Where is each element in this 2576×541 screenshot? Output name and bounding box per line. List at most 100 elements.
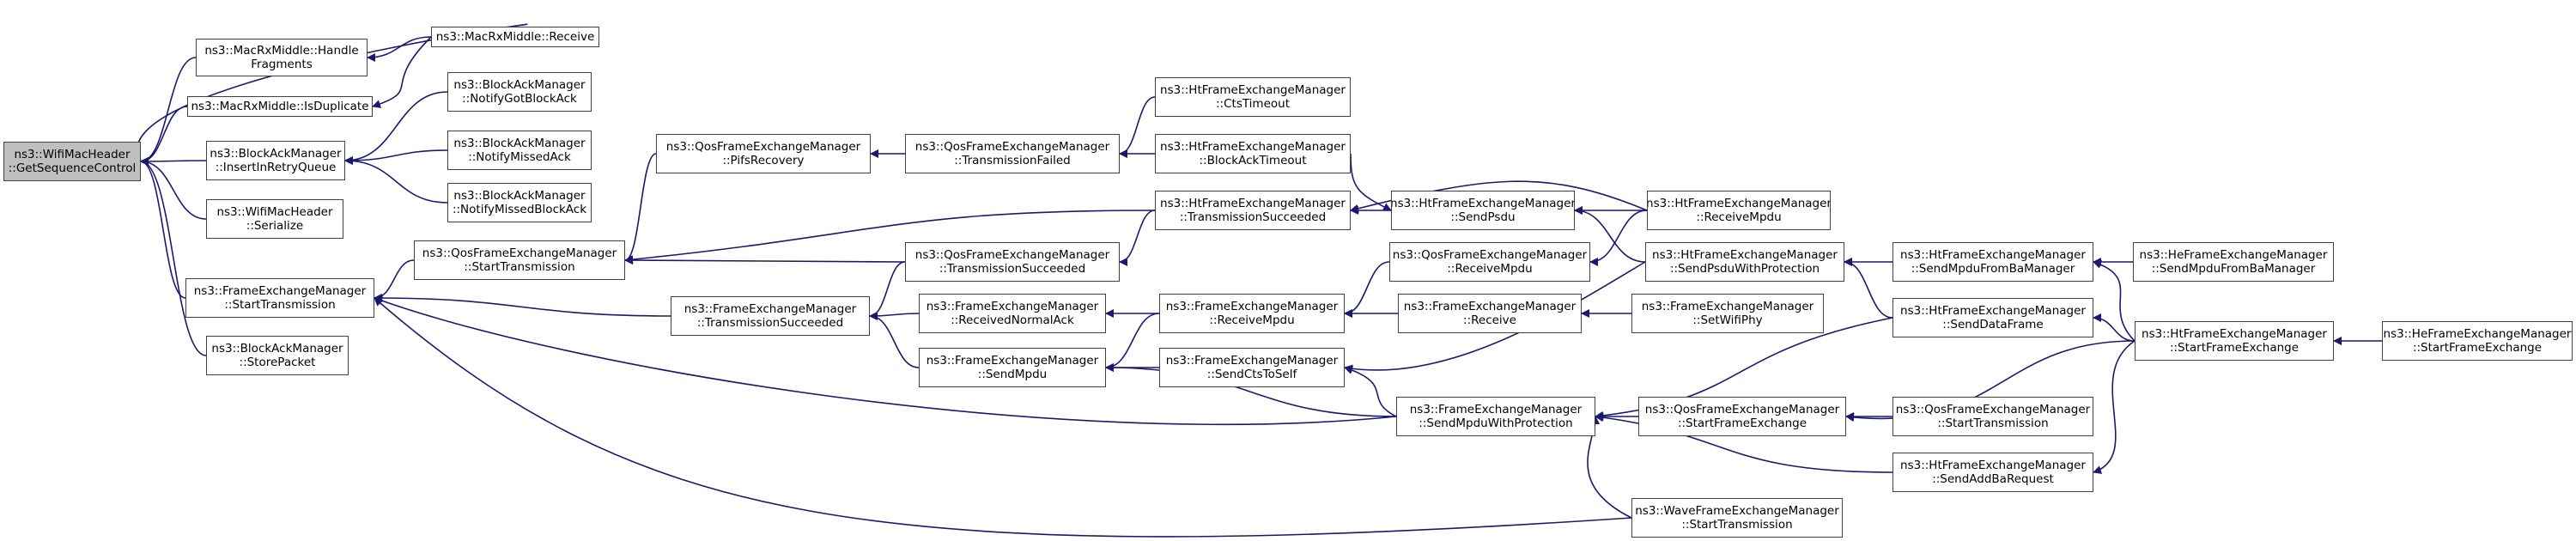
call-edge-ht-cts-to-qos-txfailed: [1119, 96, 1156, 158]
function-node-label: ns3::QosFrameExchangeManager: [422, 246, 617, 260]
function-node-fem-txsucc[interactable]: ns3::FrameExchangeManager::TransmissionS…: [671, 296, 870, 336]
function-node-label: ns3::HeFrameExchangeManager: [2383, 327, 2572, 341]
function-node-ht-cts[interactable]: ns3::HtFrameExchangeManager::CtsTimeout: [1155, 77, 1351, 117]
function-node-fem-sendmpdu[interactable]: ns3::FrameExchangeManager::SendMpdu: [919, 348, 1106, 387]
function-node-label: ::TransmissionSucceeded: [696, 316, 844, 330]
function-node-ht-rxmpdu[interactable]: ns3::HtFrameExchangeManager::ReceiveMpdu: [1647, 191, 1831, 230]
function-node-label: ns3::HeFrameExchangeManager: [2139, 248, 2328, 262]
function-node-fem-ctstoself[interactable]: ns3::FrameExchangeManager::SendCtsToSelf: [1159, 348, 1345, 387]
function-node-ht-sendpsduprot[interactable]: ns3::HtFrameExchangeManager::SendPsduWit…: [1645, 242, 1844, 282]
call-edge-rxmid-receive-to-rxmid-isdup: [372, 36, 432, 108]
function-node-label: ::SendMpdu: [977, 368, 1048, 381]
function-node-label: ::SendMpduFromBaManager: [1911, 262, 2075, 276]
function-node-rxmid-isdup[interactable]: ns3::MacRxMiddle::IsDuplicate: [187, 96, 373, 117]
function-node-fem-sendmpduprot[interactable]: ns3::FrameExchangeManager::SendMpduWithP…: [1396, 397, 1595, 436]
function-node-label: ns3::FrameExchangeManager: [1165, 300, 1339, 313]
function-node-label: ns3::HtFrameExchangeManager: [1900, 248, 2086, 262]
function-node-bam-notifymissed[interactable]: ns3::BlockAckManager::NotifyMissedAck: [447, 131, 592, 170]
function-node-ht-bat[interactable]: ns3::HtFrameExchangeManager::BlockAckTim…: [1155, 134, 1351, 173]
function-node-wave-start[interactable]: ns3::WaveFrameExchangeManager::StartTran…: [1631, 498, 1843, 538]
call-edge-ht-startfe-to-ht-senddata: [2093, 313, 2136, 342]
function-node-label: ::GetSequenceControl: [8, 161, 137, 175]
function-node-qos-rxmpdu[interactable]: ns3::QosFrameExchangeManager::ReceiveMpd…: [1389, 242, 1590, 282]
function-node-qos-starttx2[interactable]: ns3::QosFrameExchangeManager::StartTrans…: [1893, 397, 2093, 436]
function-node-label: ::StartFrameExchange: [1677, 416, 1807, 430]
call-edge-fem-txsucc-to-fem-start: [374, 294, 671, 317]
function-node-label: ns3::QosFrameExchangeManager: [1895, 403, 2091, 416]
function-node-label: ns3::FrameExchangeManager: [683, 302, 857, 316]
function-node-label: ::SendMpduWithProtection: [1419, 416, 1573, 430]
function-node-label: ns3::HtFrameExchangeManager: [1900, 459, 2086, 472]
call-edge-bam-notifygot-to-bam-insert: [344, 91, 448, 165]
call-edge-ht-sendpsduprot-to-fem-ctstoself: [1344, 261, 1646, 374]
function-node-qos-pifs[interactable]: ns3::QosFrameExchangeManager::PifsRecove…: [656, 134, 871, 173]
function-node-ht-sendmpdufromba[interactable]: ns3::HtFrameExchangeManager::SendMpduFro…: [1893, 242, 2093, 282]
function-node-root[interactable]: ns3::WifiMacHeader::GetSequenceControl: [3, 142, 141, 181]
function-node-label: ::SendPsdu: [1450, 210, 1516, 224]
call-edge-ht-startfe-to-ht-sendaddba: [2093, 340, 2136, 474]
function-node-label: ns3::FrameExchangeManager: [926, 354, 1099, 368]
call-edge-wave-start-to-fem-start: [374, 297, 1632, 538]
function-node-bam-insert[interactable]: ns3::BlockAckManager::InsertInRetryQueue: [206, 141, 345, 180]
function-node-ht-startfe[interactable]: ns3::HtFrameExchangeManager::StartFrameE…: [2135, 321, 2334, 361]
call-edge-fem-sendmpduprot-to-fem-ctstoself: [1344, 366, 1397, 417]
function-node-label: ns3::QosFrameExchangeManager: [1392, 248, 1588, 262]
function-node-fem-start[interactable]: ns3::FrameExchangeManager::StartTransmis…: [185, 278, 374, 318]
function-node-label: ::SetWifiPhy: [1692, 313, 1763, 327]
call-edge-wmh-serialize-to-root: [140, 157, 207, 220]
function-node-label: ns3::BlockAckManager: [211, 342, 343, 356]
function-node-label: ::StartTransmission: [464, 260, 575, 274]
function-node-label: ns3::FrameExchangeManager: [1403, 300, 1577, 313]
function-node-wmh-serialize[interactable]: ns3::WifiMacHeader::Serialize: [206, 199, 343, 239]
call-edge-ht-startfe-to-ht-sendmpdufromba: [2093, 260, 2136, 342]
function-node-bam-notifymissedba[interactable]: ns3::BlockAckManager::NotifyMissedBlockA…: [447, 183, 592, 222]
function-node-ht-sendpsdu[interactable]: ns3::HtFrameExchangeManager::SendPsdu: [1391, 191, 1575, 230]
function-node-qos-start[interactable]: ns3::QosFrameExchangeManager::StartTrans…: [414, 240, 625, 280]
function-node-label: ns3::HtFrameExchangeManager: [1900, 304, 2086, 318]
function-node-label: ::TransmissionSucceeded: [939, 262, 1086, 276]
function-node-label: ns3::FrameExchangeManager: [1165, 354, 1339, 368]
function-node-qos-txfailed[interactable]: ns3::QosFrameExchangeManager::Transmissi…: [905, 134, 1120, 173]
function-node-label: ns3::BlockAckManager: [210, 147, 342, 161]
function-node-label: ::StartFrameExchange: [2412, 341, 2543, 355]
function-node-fem-rxnormal[interactable]: ns3::FrameExchangeManager::ReceivedNorma…: [919, 294, 1106, 333]
function-node-label: ns3::QosFrameExchangeManager: [914, 248, 1110, 262]
function-node-rxmid-receive[interactable]: ns3::MacRxMiddle::Receive: [431, 27, 599, 47]
function-node-fem-setphy[interactable]: ns3::FrameExchangeManager::SetWifiPhy: [1631, 294, 1824, 333]
function-node-label: ::ReceivedNormalAck: [951, 313, 1074, 327]
call-edge-rxmid-receive-to-rxmid-handle: [367, 36, 432, 62]
call-edge-ht-rxmpdu-to-qos-rxmpdu: [1589, 210, 1648, 266]
function-node-bam-store[interactable]: ns3::BlockAckManager::StorePacket: [206, 336, 349, 375]
function-node-ht-txsucc[interactable]: ns3::HtFrameExchangeManager::Transmissio…: [1155, 191, 1351, 230]
function-node-label: ns3::FrameExchangeManager: [1409, 403, 1583, 416]
function-node-label: ns3::WifiMacHeader: [216, 205, 333, 219]
function-node-label: ::StartTransmission: [1937, 416, 2049, 430]
function-node-fem-receive[interactable]: ns3::FrameExchangeManager::Receive: [1398, 294, 1582, 333]
function-node-he-startfe[interactable]: ns3::HeFrameExchangeManager::StartFrameE…: [2382, 321, 2573, 361]
function-node-label: ns3::BlockAckManager: [453, 137, 586, 150]
function-node-label: ::BlockAckTimeout: [1199, 154, 1307, 167]
call-edge-fem-start-to-root: [140, 157, 186, 299]
function-node-label: ::StartTransmission: [224, 298, 336, 312]
function-node-label: ns3::QosFrameExchangeManager: [1644, 403, 1840, 416]
function-node-bam-notifygot[interactable]: ns3::BlockAckManager::NotifyGotBlockAck: [447, 72, 592, 112]
function-node-label: ::SendCtsToSelf: [1206, 368, 1297, 381]
function-node-fem-rxmpdu[interactable]: ns3::FrameExchangeManager::ReceiveMpdu: [1159, 294, 1345, 333]
function-node-qos-startfe[interactable]: ns3::QosFrameExchangeManager::StartFrame…: [1638, 397, 1846, 436]
call-edge-qos-txsucc-to-qos-start: [624, 256, 906, 265]
call-edge-fem-sendmpdu-to-fem-txsucc: [869, 312, 920, 368]
function-node-ht-sendaddba[interactable]: ns3::HtFrameExchangeManager::SendAddBaRe…: [1893, 453, 2093, 492]
function-node-qos-txsucc[interactable]: ns3::QosFrameExchangeManager::Transmissi…: [905, 242, 1120, 282]
call-edge-qos-start-to-fem-start: [374, 259, 415, 302]
call-edge-ht-txsucc-to-qos-txsucc: [1119, 210, 1156, 266]
function-node-he-sendmpdufromba[interactable]: ns3::HeFrameExchangeManager::SendMpduFro…: [2133, 242, 2334, 282]
function-node-label: ::StartFrameExchange: [2169, 341, 2300, 355]
call-edge-bam-store-to-root: [140, 157, 207, 356]
function-node-label: ns3::HtFrameExchangeManager: [1652, 248, 1838, 262]
function-node-label: ns3::HtFrameExchangeManager: [1160, 197, 1346, 210]
function-node-label: ns3::MacRxMiddle::Handle: [204, 44, 359, 58]
function-node-ht-senddata[interactable]: ns3::HtFrameExchangeManager::SendDataFra…: [1893, 298, 2093, 337]
call-edge-qos-pifs-to-qos-start: [624, 153, 657, 264]
function-node-label: ::StartTransmission: [1681, 518, 1793, 532]
